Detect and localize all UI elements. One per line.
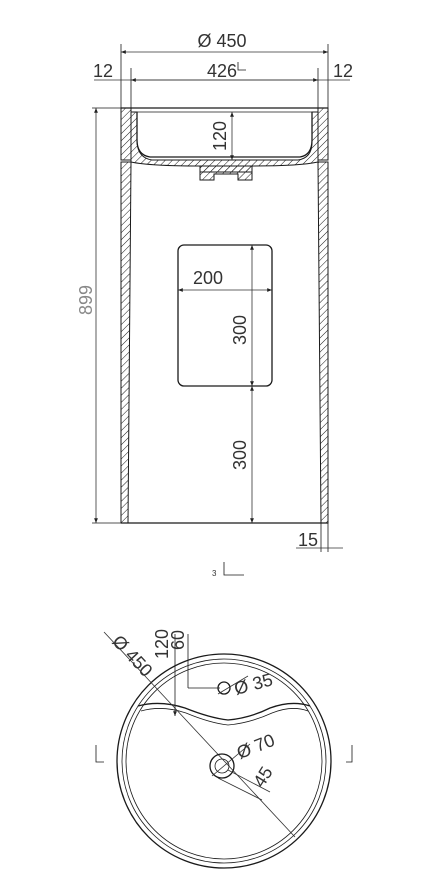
tap-hole-label: Ø 35 (232, 669, 275, 698)
section-mark-label: 3 (212, 569, 217, 578)
rim-wall-right (317, 107, 329, 161)
panel-height-label: 300 (230, 315, 250, 345)
drain-fitting (199, 165, 253, 181)
basin-outer-circle (116, 653, 332, 869)
base-thickness-label: 15 (298, 530, 318, 550)
inner-width-dimension: 426 12 12 (93, 61, 353, 108)
section-mark-right (346, 745, 353, 763)
drain-hole-outer (209, 753, 235, 779)
pedestal-wall-left (120, 161, 132, 524)
plan-offset-60-label: 60 (168, 630, 188, 650)
plan-offset-120-label: 120 (152, 629, 172, 659)
pedestal-wall-right (317, 161, 329, 524)
drain-offset-label: 45 (249, 763, 277, 791)
rim-left-label: 12 (93, 61, 113, 81)
plan-view: Ø 450 120 60 Ø 35 Ø 70 45 (95, 629, 353, 869)
drain-hole-inner (214, 758, 230, 774)
overall-diameter-label: Ø 450 (197, 31, 246, 51)
section-mark-bottom (223, 562, 244, 576)
panel-width-label: 200 (193, 268, 223, 288)
rim-right-label: 12 (333, 61, 353, 81)
section-mark-left (95, 745, 104, 763)
height-label: 899 (76, 285, 96, 315)
drain-hole-label: Ø 70 (234, 730, 278, 763)
diameter-leader (103, 631, 296, 838)
plan-diameter-label: Ø 450 (108, 631, 156, 681)
section-mark-top (237, 62, 246, 71)
bowl-wave-edge (137, 702, 311, 721)
bowl-depth-label: 120 (210, 121, 230, 151)
rim-wall-left (120, 107, 132, 161)
tap-hole (217, 681, 231, 695)
inner-width-label: 426 (207, 61, 237, 81)
panel-offset-label: 300 (230, 440, 250, 470)
height-dimension: 899 (76, 107, 121, 524)
access-panel (177, 244, 273, 387)
basin-rim-circle (121, 658, 327, 864)
overall-width-dimension: Ø 450 (120, 31, 329, 108)
elevation-view: Ø 450 426 12 12 899 (76, 31, 353, 578)
